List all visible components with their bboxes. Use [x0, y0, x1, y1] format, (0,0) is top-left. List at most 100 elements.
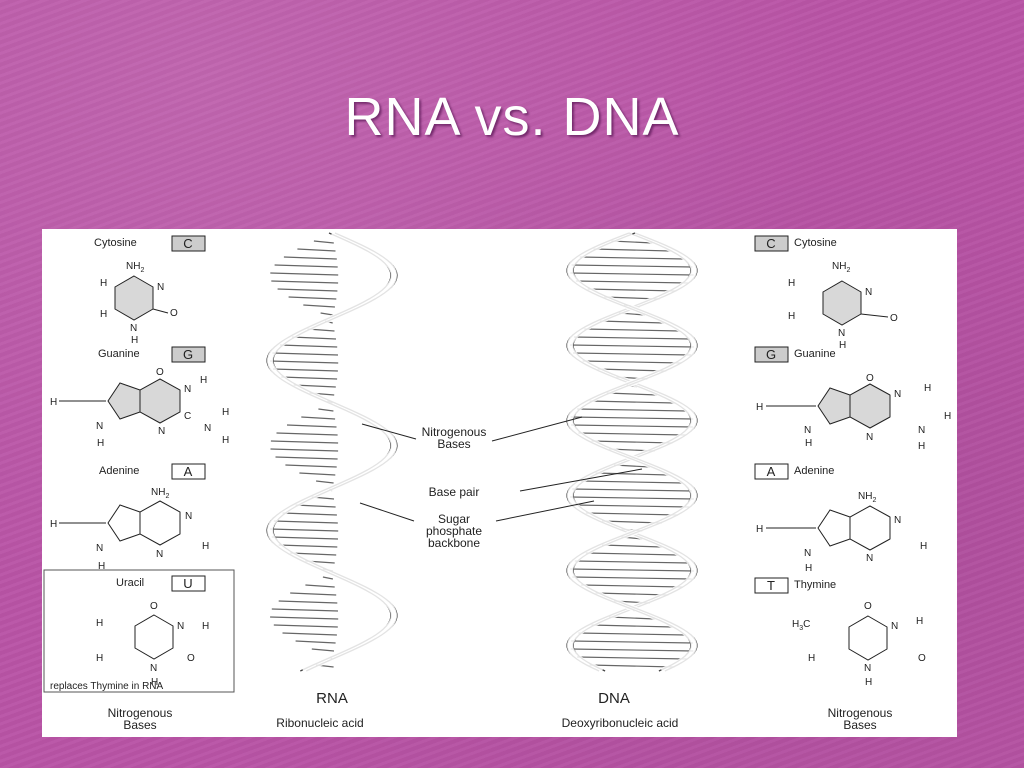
callout-phosphate: phosphate — [426, 524, 482, 538]
helix-rung — [313, 240, 334, 244]
helix-rung — [305, 584, 335, 588]
svg-text:Thymine: Thymine — [794, 579, 836, 591]
helix-rung — [584, 328, 680, 332]
helix-rung — [290, 552, 337, 556]
helix-rung — [275, 456, 338, 460]
svg-text:H: H — [920, 541, 927, 552]
helix-rung — [582, 360, 682, 364]
svg-text:G: G — [183, 347, 193, 362]
guanine-ring-6 — [139, 378, 181, 424]
svg-text:T: T — [767, 578, 775, 593]
dna-full-name: Deoxyribonucleic acid — [562, 716, 679, 730]
svg-text:Adenine: Adenine — [99, 465, 139, 477]
helix-rung — [581, 480, 683, 484]
helix-rung — [282, 632, 337, 636]
helix-rung — [569, 344, 695, 348]
svg-text:NH2: NH2 — [832, 261, 850, 274]
svg-text:N: N — [157, 282, 164, 293]
helix-rung — [297, 248, 336, 252]
svg-text:N: N — [150, 663, 157, 674]
svg-text:H: H — [100, 309, 107, 320]
helix-rung — [599, 320, 665, 324]
svg-text:NH2: NH2 — [858, 491, 876, 504]
helix-rung — [291, 336, 337, 340]
helix-rung — [273, 624, 338, 628]
helix-rung — [591, 624, 673, 628]
guanine-ring-6 — [849, 383, 891, 429]
svg-text:H: H — [50, 519, 57, 530]
svg-text:H: H — [97, 438, 104, 449]
callout-backbone: backbone — [428, 536, 480, 550]
svg-text:Guanine: Guanine — [98, 348, 140, 360]
helix-rung — [577, 408, 687, 412]
helix-rung — [595, 472, 669, 476]
helix-rung — [295, 504, 336, 508]
svg-text:Uracil: Uracil — [116, 577, 144, 589]
svg-text:N: N — [804, 425, 811, 436]
svg-text:H: H — [756, 524, 763, 535]
helix-rung — [595, 592, 669, 596]
svg-text:H: H — [98, 561, 105, 572]
svg-text:H: H — [131, 335, 138, 346]
thymine-ring — [848, 615, 888, 661]
letter-box — [754, 235, 789, 252]
helix-rung — [283, 256, 337, 260]
svg-text:N: N — [894, 389, 901, 400]
svg-text:H: H — [865, 677, 872, 688]
right-guanine: G Guanine O N H N N H H H N H — [754, 346, 951, 452]
helix-rung — [571, 264, 693, 268]
left-cytosine: Cytosine C NH2 N N H H H O — [94, 235, 206, 346]
helix-rung — [270, 528, 339, 532]
svg-text:O: O — [150, 601, 158, 612]
svg-text:H: H — [756, 402, 763, 413]
adenine-ring-6 — [849, 505, 891, 551]
svg-text:N: N — [96, 421, 103, 432]
svg-text:N: N — [184, 384, 191, 395]
helix-rung — [572, 352, 692, 356]
helix-rung — [290, 592, 337, 596]
svg-text:NH2: NH2 — [151, 487, 169, 500]
svg-text:NH2: NH2 — [126, 261, 144, 274]
svg-text:C: C — [766, 236, 775, 251]
helix-rung — [271, 536, 339, 540]
right-adenine: A Adenine NH2 N N H H N H — [754, 463, 927, 574]
rna-dna-diagram: Cytosine C NH2 N N H H H O Guanine G O N… — [43, 230, 951, 732]
letter-box — [171, 575, 206, 592]
helix-rung — [572, 488, 692, 492]
svg-text:N: N — [865, 287, 872, 298]
helix-rung — [597, 368, 667, 372]
letter-box — [171, 235, 206, 252]
svg-text:O: O — [918, 653, 926, 664]
svg-text:N: N — [838, 328, 845, 339]
helix-rung — [591, 440, 673, 444]
helix-rung — [276, 432, 338, 436]
callouts: Nitrogenous Bases Base pair Sugar phosph… — [359, 416, 643, 550]
svg-text:N: N — [864, 663, 871, 674]
helix-rung — [303, 304, 335, 308]
left-uracil: Uracil U O N H O N H H H replaces Thymin… — [43, 569, 235, 693]
uracil-note: replaces Thymine in RNA — [50, 681, 164, 692]
helix-rung — [281, 376, 338, 380]
helix-rung — [286, 424, 337, 428]
svg-text:H: H — [100, 278, 107, 289]
helix-rung — [311, 648, 335, 652]
helix-rung — [609, 616, 655, 620]
helix-rung — [273, 520, 338, 524]
svg-text:H: H — [151, 677, 158, 688]
helix-rung — [570, 568, 694, 572]
helix-rung — [571, 424, 693, 428]
helix-rung — [578, 432, 686, 436]
adenine-ring-6 — [139, 500, 181, 546]
helix-rung — [570, 416, 694, 420]
helix-rung — [589, 664, 675, 668]
helix-rung — [301, 416, 336, 420]
svg-text:H: H — [222, 407, 229, 418]
base-name: Cytosine — [94, 237, 137, 249]
slide-title: RNA vs. DNA — [344, 87, 680, 147]
helix-ribbon-fill — [567, 230, 697, 674]
svg-text:H: H — [916, 616, 923, 627]
helix-rung — [585, 552, 679, 556]
callout-base-pair: Base pair — [429, 485, 480, 499]
footer-right-bases: Bases — [843, 718, 876, 732]
svg-text:Cytosine: Cytosine — [794, 237, 837, 249]
